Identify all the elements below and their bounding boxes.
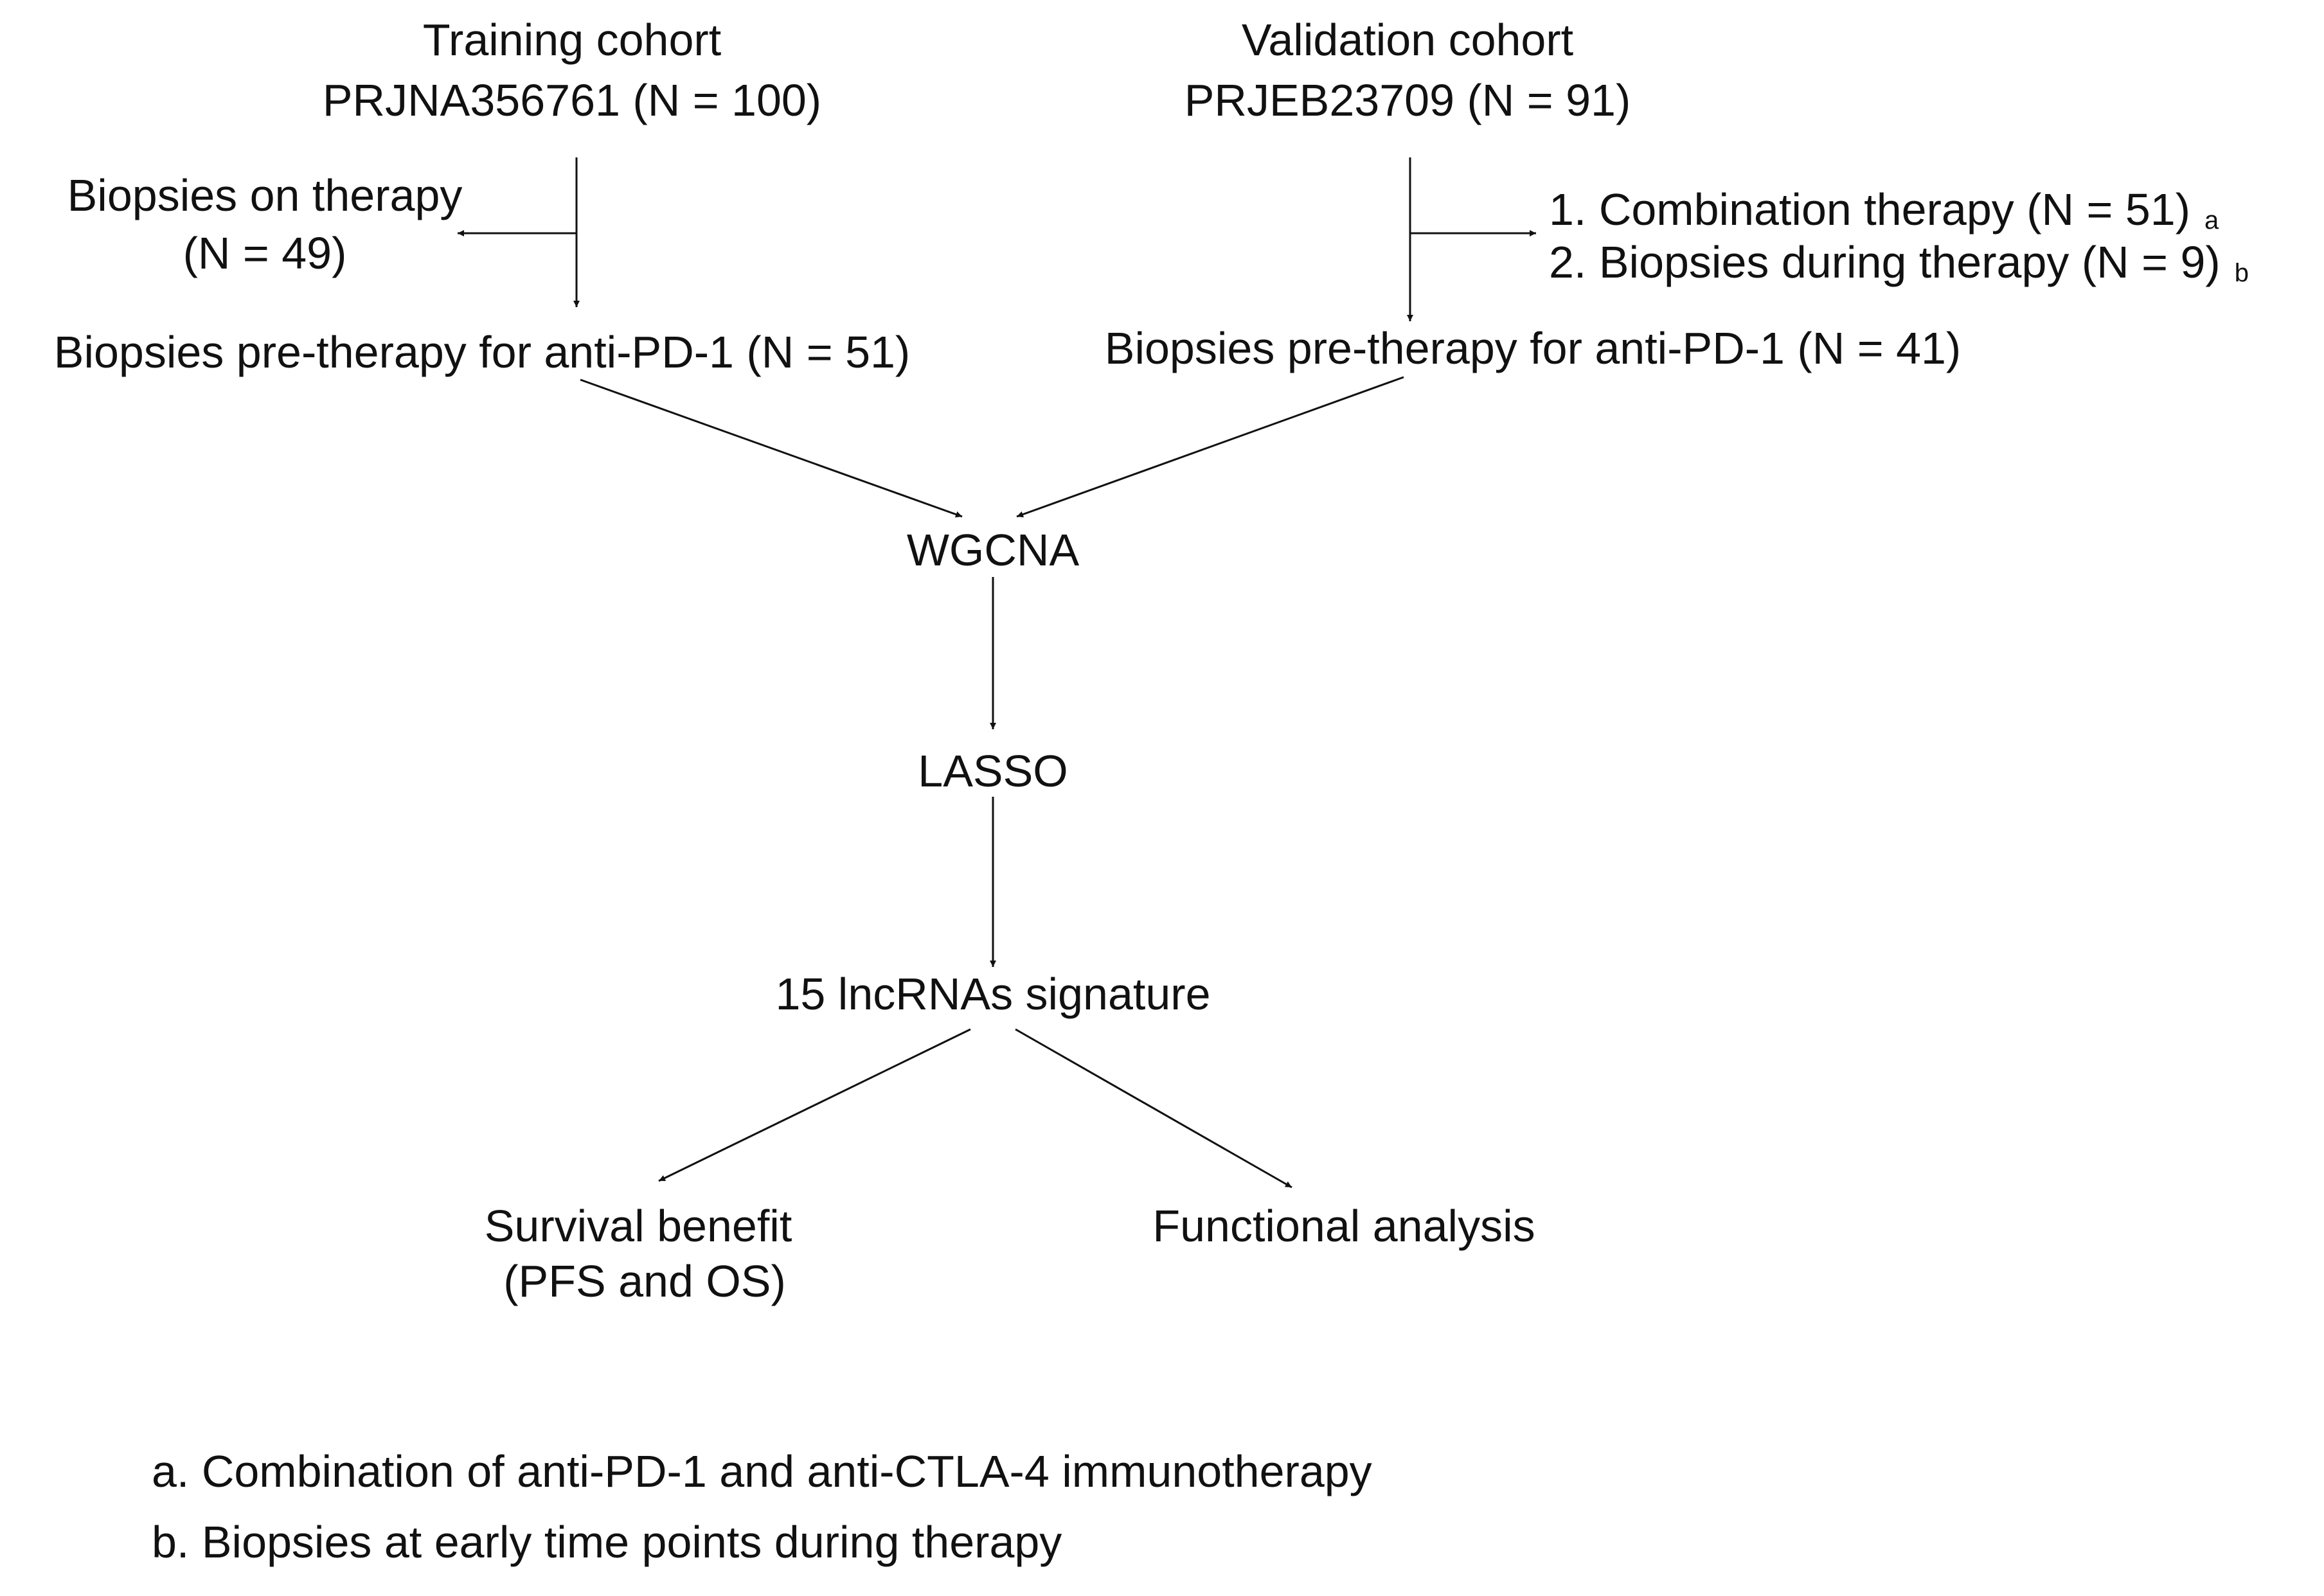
training-cohort-title: Training cohort xyxy=(422,15,722,65)
footnote-marker-a: a xyxy=(2204,206,2219,235)
validation-cohort-accession: PRJEB23709 (N = 91) xyxy=(1184,75,1631,125)
footnote-b: b. Biopsies at early time points during … xyxy=(152,1517,1062,1567)
training-to-wgcna-arrow xyxy=(580,378,963,518)
validation-excluded-during: 2. Biopsies during therapy (N = 9)b xyxy=(1549,237,2249,287)
footnote-marker-b: b xyxy=(2234,259,2249,287)
training-excluded-label: Biopsies on therapy xyxy=(67,170,463,220)
training-cohort-accession: PRJNA356761 (N = 100) xyxy=(322,75,822,125)
signature-step: 15 lncRNAs signature xyxy=(775,969,1211,1019)
validation-to-wgcna-arrow xyxy=(1016,376,1404,518)
survival-outcome-title: Survival benefit xyxy=(484,1201,792,1251)
signature-to-survival-arrow xyxy=(658,1028,971,1182)
training-excluded-count: (N = 49) xyxy=(183,228,347,278)
validation-cohort-title: Validation cohort xyxy=(1241,15,1574,65)
functional-outcome: Functional analysis xyxy=(1152,1201,1535,1251)
training-included-label: Biopsies pre-therapy for anti-PD-1 (N = … xyxy=(53,327,911,377)
footnote-a: a. Combination of anti-PD-1 and anti-CTL… xyxy=(152,1446,1372,1496)
lasso-step: LASSO xyxy=(918,746,1068,796)
signature-to-functional-arrow xyxy=(1015,1028,1292,1189)
validation-included-label: Biopsies pre-therapy for anti-PD-1 (N = … xyxy=(1104,323,1962,373)
wgcna-step: WGCNA xyxy=(906,525,1080,575)
survival-outcome-metrics: (PFS and OS) xyxy=(503,1256,786,1306)
validation-excluded-combination: 1. Combination therapy (N = 51)a xyxy=(1549,184,2219,235)
